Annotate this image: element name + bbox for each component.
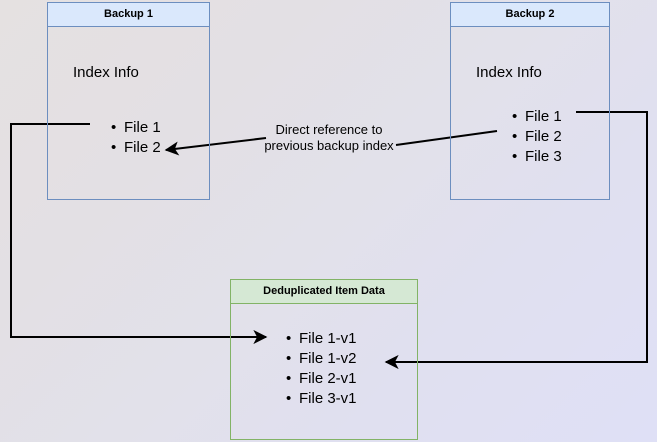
- node-backup-1-body: Index Info File 1 File 2: [48, 27, 209, 201]
- backup-1-file-list: File 1 File 2: [110, 118, 161, 158]
- list-item: File 2: [111, 138, 161, 158]
- dedup-file-list: File 1-v1 File 1-v2 File 2-v1 File 3-v1: [285, 329, 356, 409]
- node-backup-1-header: Backup 1: [48, 3, 209, 27]
- node-deduplicated-item-data-body: File 1-v1 File 1-v2 File 2-v1 File 3-v1: [231, 304, 417, 441]
- list-item: File 1-v1: [286, 329, 356, 349]
- node-backup-2[interactable]: Backup 2 Index Info File 1 File 2 File 3: [450, 2, 610, 200]
- backup-2-file-list: File 1 File 2 File 3: [511, 107, 562, 167]
- node-backup-2-body: Index Info File 1 File 2 File 3: [451, 27, 609, 201]
- node-deduplicated-item-data[interactable]: Deduplicated Item Data File 1-v1 File 1-…: [230, 279, 418, 440]
- list-item: File 1: [111, 118, 161, 138]
- list-item: File 1: [512, 107, 562, 127]
- node-deduplicated-item-data-header: Deduplicated Item Data: [231, 280, 417, 304]
- backup-1-index-info-label: Index Info: [73, 64, 139, 81]
- list-item: File 2: [512, 127, 562, 147]
- edge-label-direct-reference: Direct reference to previous backup inde…: [264, 122, 394, 153]
- list-item: File 3-v1: [286, 389, 356, 409]
- node-backup-2-header: Backup 2: [451, 3, 609, 27]
- node-backup-1[interactable]: Backup 1 Index Info File 1 File 2: [47, 2, 210, 200]
- list-item: File 1-v2: [286, 349, 356, 369]
- list-item: File 2-v1: [286, 369, 356, 389]
- backup-2-index-info-label: Index Info: [476, 64, 542, 81]
- list-item: File 3: [512, 147, 562, 167]
